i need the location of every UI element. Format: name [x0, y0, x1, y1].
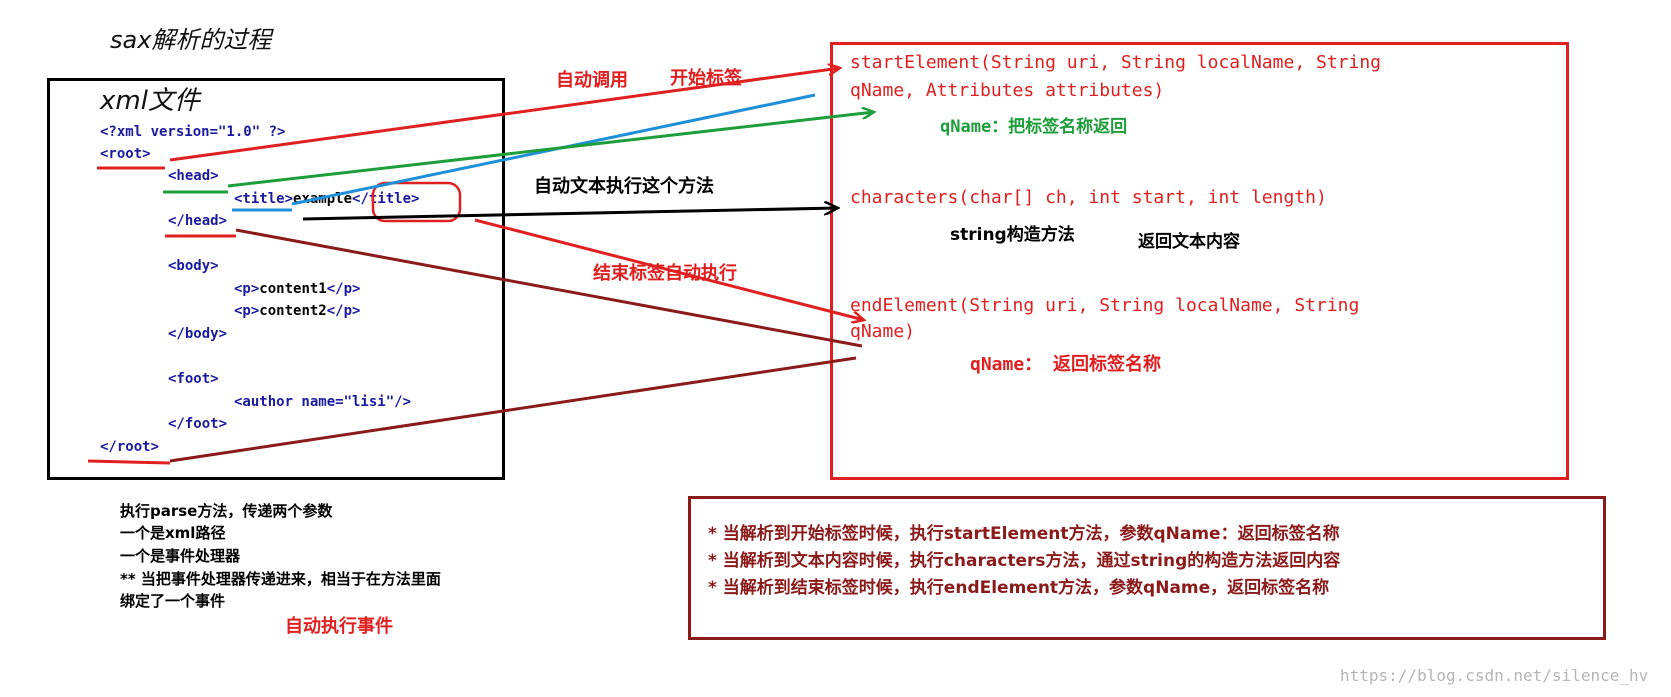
label-auto-call: 自动调用: [556, 70, 628, 91]
parse-note-line4: ** 当把事件处理器传递进来，相当于在方法里面: [120, 570, 441, 588]
xml-foot-close: </foot>: [168, 416, 228, 432]
characters-note-constructor: string构造方法: [950, 225, 1075, 245]
xml-p1-open: <p>: [234, 281, 260, 297]
end-element-signature-line2: qName): [850, 321, 916, 342]
xml-p2-line: <p>content2</p>: [234, 303, 360, 319]
parse-note-line5: 绑定了一个事件: [120, 592, 226, 610]
xml-root-open: <root>: [100, 146, 151, 162]
line-head-close-to-end-element: [235, 228, 863, 348]
xml-p1-text: content1: [259, 281, 327, 297]
xml-p2-close: </p>: [326, 303, 361, 319]
arrow-root-to-start-element: [169, 68, 840, 162]
xml-body-close: </body>: [168, 326, 228, 342]
summary-line1: * 当解析到开始标签时候，执行startElement方法，参数qName：返回…: [708, 524, 1340, 544]
end-element-signature-line1: endElement(String uri, String localName,…: [850, 295, 1360, 316]
summary-line2: * 当解析到文本内容时候，执行characters方法，通过string的构造方…: [708, 551, 1341, 571]
xml-file-label: xml文件: [100, 86, 200, 116]
parse-note-line1: 执行parse方法，传递两个参数: [120, 502, 333, 520]
xml-p1-close: </p>: [326, 281, 361, 297]
start-element-signature-line2: qName, Attributes attributes): [850, 80, 1165, 101]
arrow-title-close-to-end-element: [474, 218, 864, 320]
summary-panel: [688, 496, 1606, 640]
label-end-tag-auto: 结束标签自动执行: [593, 263, 737, 284]
summary-line3: * 当解析到结束标签时候，执行endElement方法，参数qName，返回标签…: [708, 578, 1330, 598]
end-element-note: qName： 返回标签名称: [970, 354, 1162, 375]
parse-note-line2: 一个是xml路径: [120, 524, 226, 542]
start-element-signature-line1: startElement(String uri, String localNam…: [850, 52, 1382, 73]
handler-methods-panel: [830, 42, 1569, 480]
label-start-tag: 开始标签: [670, 68, 742, 89]
xml-head-close: </head>: [168, 213, 228, 229]
xml-head-open: <head>: [168, 168, 219, 184]
arrow-text-to-characters: [302, 208, 838, 221]
xml-title-open: <title>: [234, 191, 294, 207]
xml-author: <author name="lisi"/>: [234, 394, 412, 410]
line-root-close-to-end-element: [169, 356, 857, 463]
characters-signature: characters(char[] ch, int start, int len…: [850, 187, 1327, 208]
label-auto-text: 自动文本执行这个方法: [534, 176, 714, 197]
label-auto-execute-event: 自动执行事件: [285, 616, 393, 637]
xml-title-close: </title>: [352, 191, 420, 207]
xml-declaration: <?xml version="1.0" ?>: [100, 124, 286, 140]
xml-body-open: <body>: [168, 258, 219, 274]
xml-p2-open: <p>: [234, 303, 260, 319]
characters-note-return: 返回文本内容: [1138, 232, 1240, 252]
start-element-note: qName：把标签名称返回: [940, 117, 1128, 137]
watermark: https://blog.csdn.net/silence_hv: [1340, 666, 1649, 685]
arrow-head-to-qname: [227, 112, 874, 188]
diagram-title: sax解析的过程: [110, 26, 272, 54]
title-close-highlight: [371, 181, 462, 223]
xml-p2-text: content2: [259, 303, 327, 319]
parse-note-line3: 一个是事件处理器: [120, 547, 241, 565]
xml-root-close: </root>: [100, 439, 160, 455]
xml-p1-line: <p>content1</p>: [234, 281, 360, 297]
root-close-underline: [87, 459, 171, 465]
xml-foot-open: <foot>: [168, 371, 219, 387]
